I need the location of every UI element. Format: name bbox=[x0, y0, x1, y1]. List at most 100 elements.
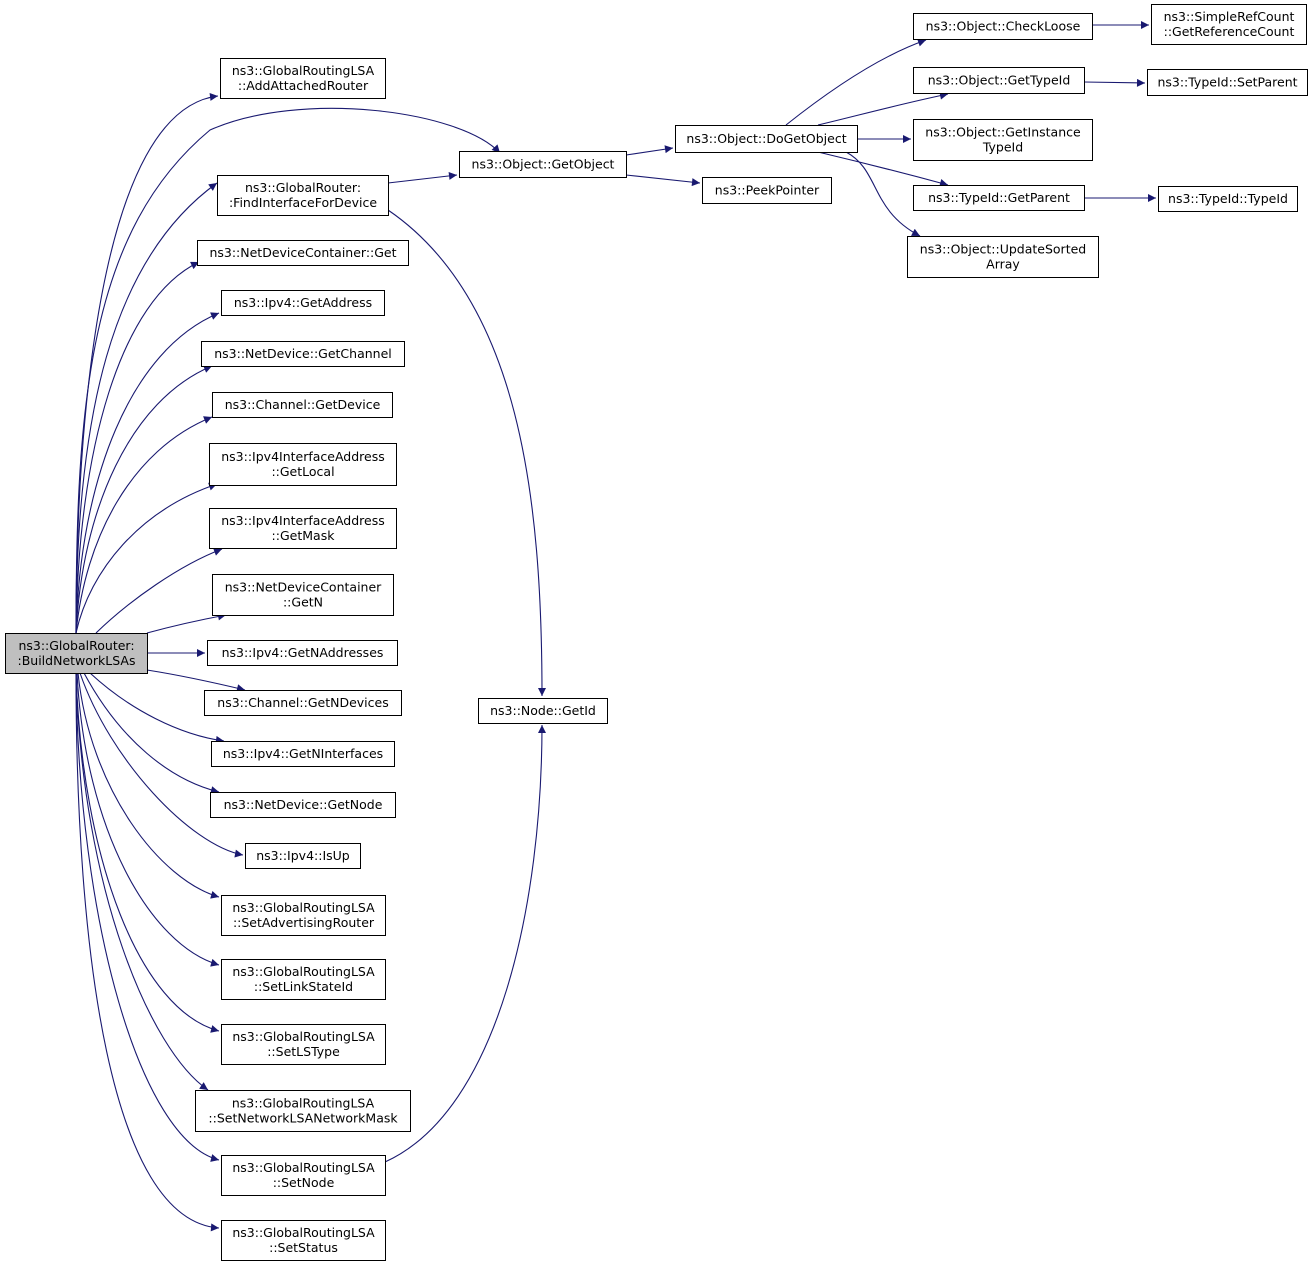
node-nodeGetId[interactable]: ns3::Node::GetId bbox=[478, 698, 608, 724]
node-setStatus[interactable]: ns3::GlobalRoutingLSA::SetStatus bbox=[221, 1220, 386, 1261]
node-ipv4IfAddrGetMask[interactable]: ns3::Ipv4InterfaceAddress::GetMask bbox=[209, 508, 397, 549]
node-box bbox=[204, 690, 402, 716]
node-box bbox=[459, 151, 627, 178]
node-label-line: ns3::TypeId::GetParent bbox=[928, 190, 1070, 205]
node-label-line: ns3::Node::GetId bbox=[490, 703, 596, 718]
node-ipv4GetNInterfaces[interactable]: ns3::Ipv4::GetNInterfaces bbox=[211, 741, 395, 767]
edge-objectDoGetObject-to-objectCheckLoose bbox=[785, 38, 927, 126]
node-label-line: ns3::Object::UpdateSorted bbox=[920, 242, 1086, 257]
node-ipv4GetNAddresses[interactable]: ns3::Ipv4::GetNAddresses bbox=[207, 640, 398, 666]
node-label-line: ns3::TypeId::TypeId bbox=[1168, 191, 1288, 206]
node-typeIdTypeId[interactable]: ns3::TypeId::TypeId bbox=[1158, 186, 1298, 212]
edge-root-to-findInterfaceForDevice bbox=[75, 182, 218, 634]
node-box bbox=[221, 1220, 386, 1261]
node-label-line: ns3::Ipv4::GetNInterfaces bbox=[223, 746, 383, 761]
node-box bbox=[221, 290, 385, 316]
node-label-line: ns3::Channel::GetDevice bbox=[225, 397, 381, 412]
node-label-line: ns3::NetDevice::GetNode bbox=[224, 797, 383, 812]
node-label-line: ns3::Ipv4::GetNAddresses bbox=[222, 645, 384, 660]
node-typeIdSetParent[interactable]: ns3::TypeId::SetParent bbox=[1147, 69, 1308, 96]
node-box bbox=[913, 67, 1085, 94]
node-label-line: :FindInterfaceForDevice bbox=[229, 195, 377, 210]
node-ipv4IfAddrGetLocal[interactable]: ns3::Ipv4InterfaceAddress::GetLocal bbox=[209, 443, 397, 486]
node-label-line: ::SetStatus bbox=[269, 1240, 338, 1255]
node-box bbox=[478, 698, 608, 724]
node-label-line: ns3::Ipv4::IsUp bbox=[256, 848, 350, 863]
edge-objectGetObject-to-objectDoGetObject bbox=[625, 145, 674, 156]
edge-root-to-channelGetNDevices bbox=[146, 669, 246, 693]
node-simpleRefCountGetRefCount[interactable]: ns3::SimpleRefCount::GetReferenceCount bbox=[1151, 4, 1307, 45]
node-setNode[interactable]: ns3::GlobalRoutingLSA::SetNode bbox=[221, 1155, 386, 1196]
node-ipv4GetAddress[interactable]: ns3::Ipv4::GetAddress bbox=[221, 290, 385, 316]
node-findInterfaceForDevice[interactable]: ns3::GlobalRouter::FindInterfaceForDevic… bbox=[217, 175, 389, 216]
node-root[interactable]: ns3::GlobalRouter::BuildNetworkLSAs bbox=[5, 633, 148, 674]
node-box bbox=[1158, 186, 1298, 212]
node-box bbox=[209, 443, 397, 486]
edge-root-to-channelGetDevice bbox=[75, 416, 213, 634]
node-label-line: Array bbox=[986, 257, 1020, 272]
node-label-line: ns3::GlobalRoutingLSA bbox=[232, 1225, 375, 1240]
node-label-line: ns3::Channel::GetNDevices bbox=[217, 695, 388, 710]
node-netDeviceContainerGetN[interactable]: ns3::NetDeviceContainer::GetN bbox=[212, 574, 394, 616]
node-addAttachedRouter[interactable]: ns3::GlobalRoutingLSA::AddAttachedRouter bbox=[220, 58, 386, 99]
node-setAdvertisingRouter[interactable]: ns3::GlobalRoutingLSA::SetAdvertisingRou… bbox=[221, 895, 386, 936]
edge-root-to-netDeviceContainerGetN bbox=[146, 612, 227, 634]
node-label-line: ns3::NetDeviceContainer::Get bbox=[209, 245, 396, 260]
edge-root-to-objectGetObject bbox=[75, 107, 501, 634]
node-netDeviceGetChannel[interactable]: ns3::NetDevice::GetChannel bbox=[201, 341, 405, 367]
node-objectGetObject[interactable]: ns3::Object::GetObject bbox=[459, 151, 627, 178]
node-label-line: ns3::Ipv4InterfaceAddress bbox=[221, 513, 385, 528]
node-box bbox=[209, 508, 397, 549]
node-netDeviceGetNode[interactable]: ns3::NetDevice::GetNode bbox=[210, 792, 396, 818]
edge-findInterfaceForDevice-to-objectGetObject bbox=[387, 171, 458, 184]
edge-objectDoGetObject-to-objectUpdateSortedArray bbox=[845, 151, 921, 237]
node-label-line: ns3::Object::GetTypeId bbox=[928, 73, 1071, 88]
node-setNetworkLSANetworkMask[interactable]: ns3::GlobalRoutingLSA::SetNetworkLSANetw… bbox=[195, 1090, 411, 1132]
edge-root-to-ipv4IfAddrGetMask bbox=[95, 548, 223, 634]
node-label-line: ns3::Ipv4::GetAddress bbox=[234, 295, 372, 310]
node-objectDoGetObject[interactable]: ns3::Object::DoGetObject bbox=[675, 125, 858, 153]
node-box bbox=[907, 236, 1099, 278]
node-box bbox=[221, 1155, 386, 1196]
node-label-line: ns3::GlobalRoutingLSA bbox=[232, 964, 375, 979]
node-label-line: ns3::NetDevice::GetChannel bbox=[214, 346, 392, 361]
node-label-line: ::SetNetworkLSANetworkMask bbox=[208, 1111, 398, 1126]
node-label-line: ns3::GlobalRoutingLSA bbox=[232, 1096, 375, 1111]
edge-root-to-setStatus bbox=[75, 672, 220, 1232]
edge-root-to-ipv4GetAddress bbox=[75, 312, 220, 634]
node-label-line: ns3::GlobalRouter: bbox=[245, 180, 361, 195]
edges-layer bbox=[75, 21, 1156, 1232]
node-box bbox=[207, 640, 398, 666]
node-box bbox=[210, 792, 396, 818]
node-channelGetNDevices[interactable]: ns3::Channel::GetNDevices bbox=[204, 690, 402, 716]
node-box bbox=[197, 240, 409, 266]
node-box bbox=[212, 574, 394, 616]
node-label-line: ns3::GlobalRoutingLSA bbox=[232, 900, 375, 915]
nodes-layer: ns3::GlobalRouter::BuildNetworkLSAsns3::… bbox=[5, 4, 1308, 1261]
edge-root-to-addAttachedRouter bbox=[75, 92, 219, 634]
node-box bbox=[913, 13, 1093, 40]
node-objectCheckLoose[interactable]: ns3::Object::CheckLoose bbox=[913, 13, 1093, 40]
node-objectGetTypeId[interactable]: ns3::Object::GetTypeId bbox=[913, 67, 1085, 94]
node-setLSType[interactable]: ns3::GlobalRoutingLSA::SetLSType bbox=[221, 1024, 386, 1065]
node-label-line: ::SetLSType bbox=[267, 1044, 340, 1059]
node-label-line: ns3::GlobalRouter: bbox=[18, 638, 134, 653]
node-peekPointer[interactable]: ns3::PeekPointer bbox=[702, 177, 832, 204]
node-typeIdGetParent[interactable]: ns3::TypeId::GetParent bbox=[913, 185, 1085, 211]
node-label-line: ::GetN bbox=[283, 595, 323, 610]
node-box bbox=[221, 959, 386, 1000]
node-label-line: ns3::GlobalRoutingLSA bbox=[232, 1160, 375, 1175]
node-setLinkStateId[interactable]: ns3::GlobalRoutingLSA::SetLinkStateId bbox=[221, 959, 386, 1000]
node-label-line: ::GetMask bbox=[272, 528, 336, 543]
node-netDeviceContainerGet[interactable]: ns3::NetDeviceContainer::Get bbox=[197, 240, 409, 266]
node-label-line: ns3::GlobalRoutingLSA bbox=[232, 1029, 375, 1044]
node-box bbox=[212, 392, 393, 418]
node-channelGetDevice[interactable]: ns3::Channel::GetDevice bbox=[212, 392, 393, 418]
edge-findInterfaceForDevice-to-nodeGetId bbox=[387, 209, 546, 697]
node-ipv4IsUp[interactable]: ns3::Ipv4::IsUp bbox=[245, 843, 361, 869]
edge-root-to-setAdvertisingRouter bbox=[77, 672, 220, 899]
node-box bbox=[913, 119, 1093, 161]
